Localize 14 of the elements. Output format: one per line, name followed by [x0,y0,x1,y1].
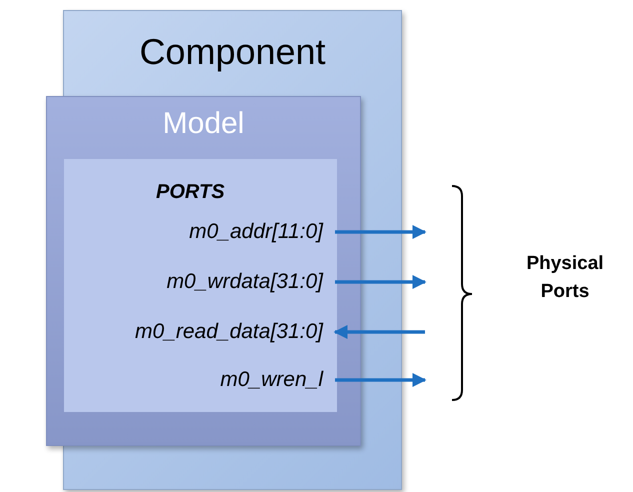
ports-panel [64,159,337,412]
arrow [335,373,426,387]
port-name: m0_addr[11:0] [189,220,323,244]
port-name: m0_read_data[31:0] [135,320,323,344]
model-box [46,96,361,446]
arrow [335,275,426,289]
arrow [335,225,426,239]
port-name: m0_wrdata[31:0] [166,270,323,294]
ports-heading: PORTS [156,181,225,204]
bracket-label: Physical Ports [525,252,605,304]
port-name: m0_wren_l [220,368,323,392]
arrow [334,325,425,339]
model-title: Model [162,107,244,141]
component-title: Component [139,31,326,73]
